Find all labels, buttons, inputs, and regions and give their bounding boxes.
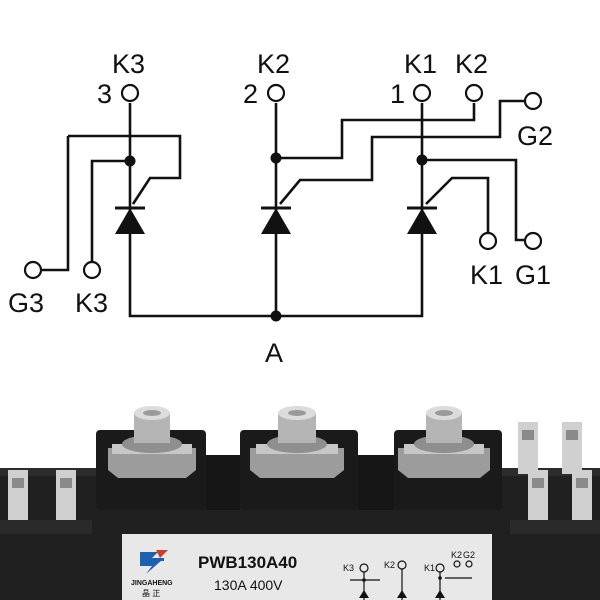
label-g3: G3 (8, 288, 44, 318)
label-sticker (122, 534, 492, 600)
circuit-schematic: K3 3 K2 2 K1 1 K2 G2 K1 G1 G3 K3 A (8, 49, 553, 368)
mini-k2: K2 (384, 560, 395, 570)
scr1-gate-route (422, 158, 524, 242)
scr3-aux-cathode-wire (90, 159, 130, 262)
scr3-loop-wire (130, 134, 182, 205)
screw-terminal-3 (108, 406, 196, 478)
terminal-k3-aux (82, 260, 102, 280)
label-g1: G1 (515, 260, 551, 290)
brand-logo (140, 550, 168, 574)
screw-terminal-2 (250, 406, 344, 478)
terminal-k3-top (120, 83, 140, 103)
spade-tabs-right (510, 422, 600, 534)
terminal-k1-aux (478, 231, 498, 251)
product-label: JINGAHENG 晶 正 PWB130A40 130A 400V K3 K2 … (122, 534, 492, 600)
scr2-triangle (261, 208, 291, 234)
scr3-triangle (115, 208, 145, 234)
label-mini-schematic: K3 K2 K1 K2 G2 (343, 550, 475, 600)
label-k3: K3 (112, 49, 145, 79)
mini-k1: K1 (424, 563, 435, 573)
scr2-gate-wire (279, 99, 524, 205)
mini-g2: G2 (463, 550, 475, 560)
module-photo: JINGAHENG 晶 正 PWB130A40 130A 400V K3 K2 … (0, 406, 600, 600)
label-k2-aux: K2 (455, 49, 488, 79)
terminal-k2-aux (464, 83, 484, 103)
mini-k3: K3 (343, 563, 354, 573)
screw-terminal-1 (398, 406, 490, 478)
label-k1: K1 (404, 49, 437, 79)
scr1-triangle (407, 208, 437, 234)
mini-k2-aux: K2 (451, 550, 462, 560)
scr1-aux-cathode-wire (425, 176, 490, 232)
label-k1-aux: K1 (470, 260, 503, 290)
scr3-gate-wire (42, 136, 70, 272)
label-k3-aux: K3 (75, 288, 108, 318)
scr2-aux-cathode-wire (276, 103, 476, 160)
label-pin-3: 3 (97, 79, 112, 109)
terminal-k2-top (266, 83, 286, 103)
terminal-g3 (23, 260, 43, 280)
rating-text: 130A 400V (214, 577, 283, 593)
label-g2: G2 (517, 121, 553, 151)
label-pin-2: 2 (243, 79, 258, 109)
brand-name-cn: 晶 正 (142, 589, 160, 598)
spade-tabs-left (0, 470, 92, 534)
terminal-k1-top (412, 83, 432, 103)
terminal-g2 (523, 91, 543, 111)
model-number: PWB130A40 (198, 553, 297, 572)
label-k2: K2 (257, 49, 290, 79)
label-anode: A (265, 338, 283, 368)
anode-junction (270, 310, 282, 322)
terminal-g1 (523, 231, 543, 251)
label-pin-1: 1 (390, 79, 405, 109)
brand-name: JINGAHENG (131, 580, 173, 587)
